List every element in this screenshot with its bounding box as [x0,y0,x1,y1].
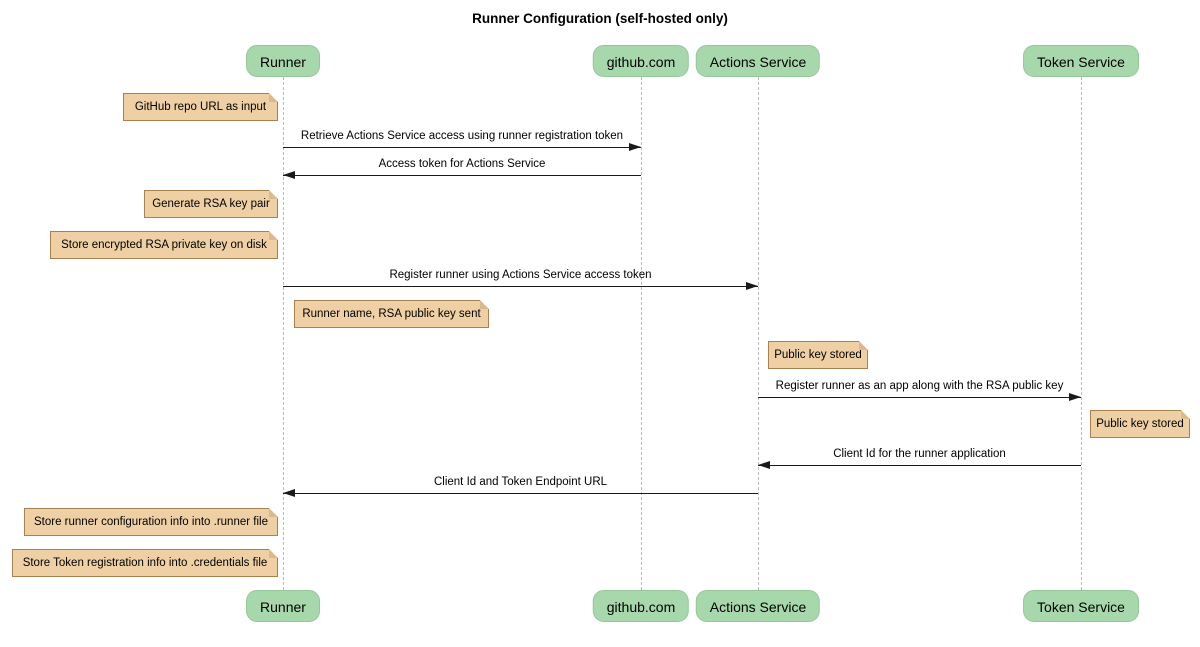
note-left-of-runner: GitHub repo URL as input [123,93,278,121]
diagram-title: Runner Configuration (self-hosted only) [472,11,728,26]
message-3-label: Register runner using Actions Service ac… [389,269,652,281]
participant-runner-bottom: Runner [246,590,320,622]
message-2-arrowhead-icon [283,171,295,179]
note-right-of-token: Public key stored [1090,410,1190,438]
participant-github-top: github.com [592,45,690,77]
lifeline-github [641,77,642,590]
note-right-of-actions: Public key stored [768,341,868,369]
note-left-of-runner: Store runner configuration info into .ru… [24,508,278,536]
message-3-arrowhead-icon [746,282,758,290]
participant-token-top: Token Service [1023,45,1139,77]
message-1-label: Retrieve Actions Service access using ru… [300,130,624,142]
message-4-label: Register runner as an app along with the… [775,380,1064,392]
participant-runner-top: Runner [246,45,320,77]
message-1-line [283,147,641,148]
participant-actions-bottom: Actions Service [695,590,821,622]
message-3-line [283,286,758,287]
participant-github-bottom: github.com [592,590,690,622]
note-left-of-runner: Store encrypted RSA private key on disk [50,231,278,259]
message-1-arrowhead-icon [629,143,641,151]
message-5-line [758,465,1081,466]
lifeline-actions [758,77,759,590]
note-right-of-runner: Runner name, RSA public key sent [294,300,489,328]
message-4-line [758,397,1081,398]
lifeline-token [1081,77,1082,590]
message-5-label: Client Id for the runner application [833,448,1006,460]
note-left-of-runner: Store Token registration info into .cred… [12,549,278,577]
message-2-line [283,175,641,176]
note-left-of-runner: Generate RSA key pair [144,190,278,218]
message-4-arrowhead-icon [1069,393,1081,401]
message-2-label: Access token for Actions Service [378,158,546,170]
message-6-line [283,493,758,494]
participant-token-bottom: Token Service [1023,590,1139,622]
message-6-label: Client Id and Token Endpoint URL [433,476,608,488]
message-6-arrowhead-icon [283,489,295,497]
participant-actions-top: Actions Service [695,45,821,77]
message-5-arrowhead-icon [758,461,770,469]
lifeline-runner [283,77,284,590]
